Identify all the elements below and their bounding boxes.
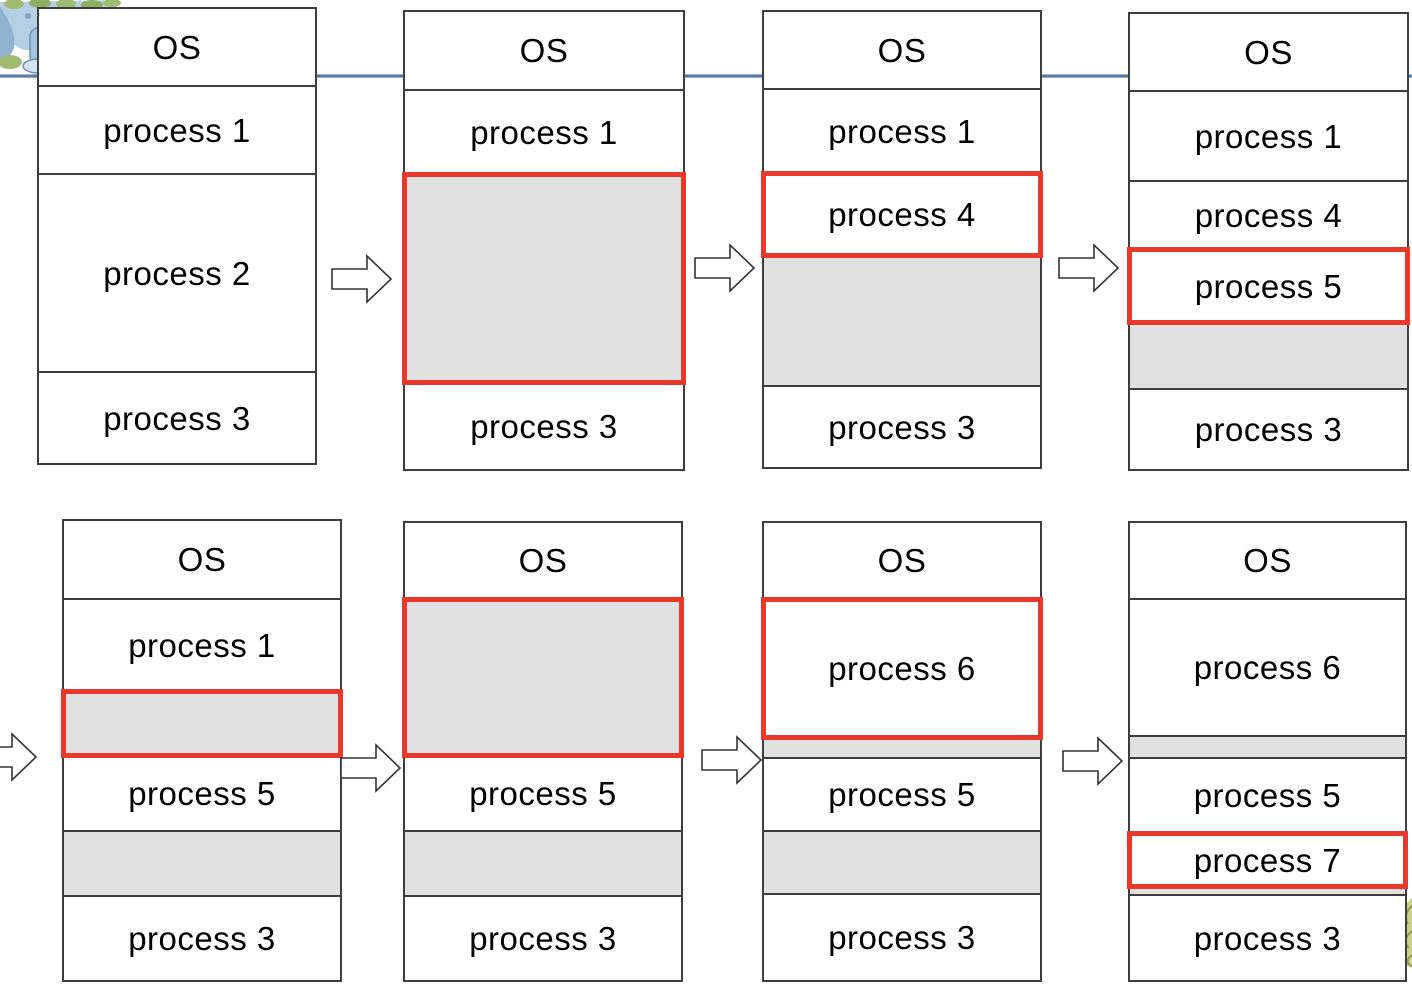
segment-label: process 4 <box>1194 196 1343 234</box>
arrow-step6-step7-icon <box>701 735 763 785</box>
memory-segment-process-1: process 1 <box>64 600 340 692</box>
arrow-step3-step4-icon <box>1058 243 1120 293</box>
memory-segment-process-3: process 3 <box>764 387 1040 467</box>
segment-label: process 6 <box>1193 649 1342 686</box>
memory-segment-process-1: process 1 <box>1130 92 1407 182</box>
memory-segment-OS: OS <box>764 523 1040 600</box>
memory-segment-process-3: process 3 <box>1130 896 1405 980</box>
segment-label: process 3 <box>128 920 276 957</box>
memory-segment-process-3: process 3 <box>64 897 340 980</box>
arrow-step5-step6-icon <box>340 743 402 793</box>
segment-label: process 3 <box>103 399 251 437</box>
memory-segment-process-3: process 3 <box>764 895 1040 980</box>
memory-segment-hole <box>1130 324 1407 390</box>
segment-label: process 3 <box>470 408 618 445</box>
memory-segment-hole <box>764 832 1040 895</box>
segment-label: process 2 <box>103 254 251 292</box>
memory-segment-process-4: process 4 <box>761 171 1043 258</box>
segment-label: process 5 <box>469 775 617 812</box>
memory-diagram-step-6: OS process 5 process 3 <box>402 521 684 982</box>
memory-segment-process-1: process 1 <box>39 87 315 175</box>
segment-label: OS <box>177 541 227 578</box>
segment-label: process 5 <box>1193 777 1342 814</box>
memory-segment-process-3: process 3 <box>405 897 681 980</box>
memory-segment-hole <box>402 172 686 385</box>
memory-segment-process-1: process 1 <box>405 91 683 175</box>
memory-diagram-step-7: OS process 6 process 5 process 3 <box>761 521 1043 982</box>
segment-label: process 3 <box>828 919 976 956</box>
memory-segment-hole <box>64 832 340 897</box>
memory-diagram-step-3: OS process 1 process 4 process 3 <box>761 10 1043 469</box>
memory-segment-OS: OS <box>1130 14 1407 92</box>
segment-label: process 6 <box>828 650 976 687</box>
memory-segment-process-6: process 6 <box>1130 600 1405 737</box>
memory-segment-process-3: process 3 <box>405 384 683 469</box>
segment-label: OS <box>518 542 568 579</box>
memory-segment-process-3: process 3 <box>39 373 315 463</box>
memory-segment-process-5: process 5 <box>1130 759 1405 834</box>
segment-label: process 1 <box>470 113 618 151</box>
memory-segment-OS: OS <box>405 12 683 91</box>
segment-label: process 3 <box>469 920 617 957</box>
memory-segment-process-5: process 5 <box>405 757 681 832</box>
segment-label: OS <box>519 32 569 69</box>
segment-label: process 7 <box>1193 841 1342 879</box>
segment-label: process 3 <box>1194 411 1343 448</box>
segment-label: OS <box>152 28 202 66</box>
memory-diagram-step-8: OS process 6 process 5 process 7 process 3 <box>1127 521 1408 982</box>
memory-segment-OS: OS <box>764 12 1040 90</box>
memory-segment-process-6: process 6 <box>761 597 1043 740</box>
arrow-step1-step2-icon <box>331 254 393 304</box>
memory-segment-OS: OS <box>405 523 681 600</box>
segment-label: process 1 <box>103 111 251 149</box>
memory-segment-OS: OS <box>1130 523 1405 600</box>
segment-label: OS <box>877 31 927 69</box>
memory-segment-process-5: process 5 <box>64 757 340 832</box>
segment-label: OS <box>1244 33 1293 71</box>
memory-segment-hole <box>1130 737 1405 759</box>
segment-label: process 3 <box>828 408 976 446</box>
segment-label: process 1 <box>1194 117 1343 155</box>
slide-divider-line <box>0 74 1412 78</box>
segment-label: process 1 <box>828 112 976 150</box>
segment-label: process 4 <box>828 196 976 233</box>
arrow-step7-step8-icon <box>1062 736 1124 786</box>
memory-segment-OS: OS <box>39 9 315 87</box>
arrow-step2-step3-icon <box>694 243 756 293</box>
memory-segment-process-5: process 5 <box>1127 247 1410 325</box>
segment-label: process 5 <box>828 776 976 813</box>
memory-segment-hole <box>1130 888 1405 896</box>
memory-diagram-step-5: OS process 1 process 5 process 3 <box>61 519 343 982</box>
segment-label: process 1 <box>128 626 276 664</box>
memory-segment-process-5: process 5 <box>764 759 1040 832</box>
memory-diagram-step-2: OS process 1 process 3 <box>402 10 686 471</box>
memory-segment-hole <box>764 257 1040 387</box>
segment-label: process 5 <box>1194 267 1343 305</box>
segment-label: process 5 <box>128 775 276 812</box>
arrow-into-step5-icon <box>0 732 38 782</box>
memory-segment-process-7: process 7 <box>1127 831 1408 889</box>
memory-segment-hole <box>405 832 681 897</box>
memory-segment-OS: OS <box>64 521 340 600</box>
segment-label: OS <box>877 542 927 579</box>
memory-segment-hole <box>402 597 684 758</box>
memory-segment-process-2: process 2 <box>39 175 315 373</box>
segment-label: process 3 <box>1193 919 1342 957</box>
memory-diagram-step-1: OS process 1 process 2 process 3 <box>37 7 317 465</box>
segment-label: OS <box>1243 542 1292 579</box>
memory-segment-process-4: process 4 <box>1130 182 1407 250</box>
memory-diagram-step-4: OS process 1 process 4 process 5 process 3 <box>1127 12 1410 471</box>
memory-segment-hole <box>764 739 1040 759</box>
memory-segment-process-1: process 1 <box>764 90 1040 174</box>
memory-segment-process-3: process 3 <box>1130 390 1407 469</box>
memory-segment-hole <box>61 689 343 758</box>
